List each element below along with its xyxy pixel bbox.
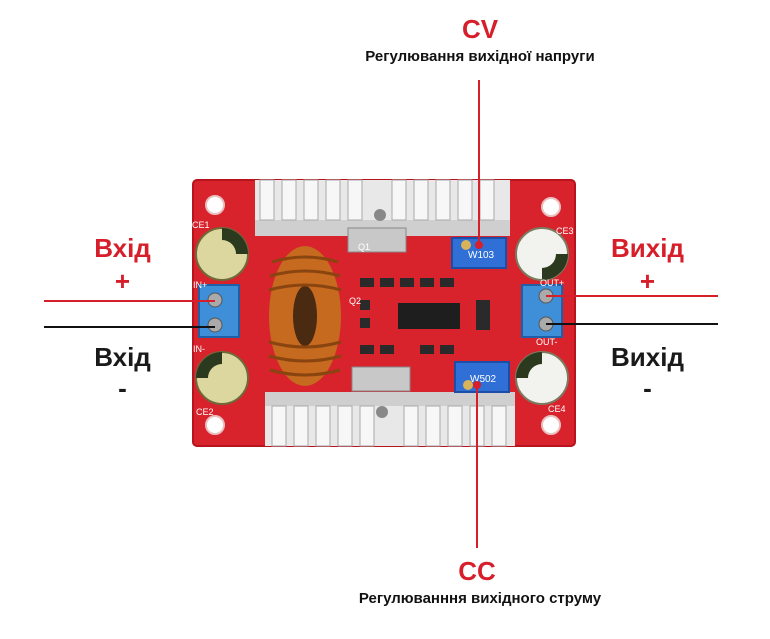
cv-title: CV xyxy=(461,14,499,44)
silk-in-plus: IN+ xyxy=(193,280,207,290)
transistor-top xyxy=(347,227,407,253)
smd-components xyxy=(360,278,490,354)
cc-title: CC xyxy=(458,556,496,586)
toroidal-inductor xyxy=(268,246,342,386)
silk-w502: W502 xyxy=(470,374,497,385)
silk-ce3: CE3 xyxy=(556,226,574,236)
capacitor-ce3 xyxy=(515,227,569,281)
silk-out-minus: OUT- xyxy=(536,337,558,347)
silk-ce2: CE2 xyxy=(196,407,214,417)
mounting-holes xyxy=(205,195,561,435)
pot-w103-knob[interactable] xyxy=(461,240,471,250)
silk-q2: Q2 xyxy=(349,296,361,306)
silk-in-minus: IN- xyxy=(193,344,205,354)
input-negative-sign: - xyxy=(118,373,127,403)
silk-ce1: CE1 xyxy=(192,220,210,230)
input-positive-sign: + xyxy=(114,266,131,296)
control-ic xyxy=(398,303,460,329)
silk-q1: Q1 xyxy=(358,242,370,252)
input-positive-label: Вхід xyxy=(94,233,151,263)
pot-w502-knob[interactable] xyxy=(463,380,473,390)
silkscreen-labels: CE1 CE2 CE3 CE4 IN+ IN- OUT+ OUT- Q1 Q2 xyxy=(192,220,574,417)
output-negative-sign: - xyxy=(643,373,652,403)
output-positive-sign: + xyxy=(639,266,656,296)
capacitor-ce4 xyxy=(515,351,569,405)
pointer-cc-dot xyxy=(473,381,481,389)
output-positive-label: Вихід xyxy=(611,233,684,263)
silk-out-plus: OUT+ xyxy=(540,278,564,288)
cc-subtitle: Регулюванння вихідного струму xyxy=(358,590,602,607)
input-minus-screw[interactable] xyxy=(207,317,223,333)
output-negative-label: Вихід xyxy=(611,342,684,372)
pointer-cv-dot xyxy=(475,241,483,249)
transistor-bottom xyxy=(351,366,411,392)
bottom-heatsink xyxy=(265,392,515,447)
silk-w103: W103 xyxy=(468,250,495,261)
capacitor-ce2 xyxy=(195,351,249,405)
silk-ce4: CE4 xyxy=(548,404,566,414)
capacitor-ce1 xyxy=(195,227,249,281)
cv-subtitle: Регулювання вихідної напруги xyxy=(365,48,595,65)
input-negative-label: Вхід xyxy=(94,342,151,372)
